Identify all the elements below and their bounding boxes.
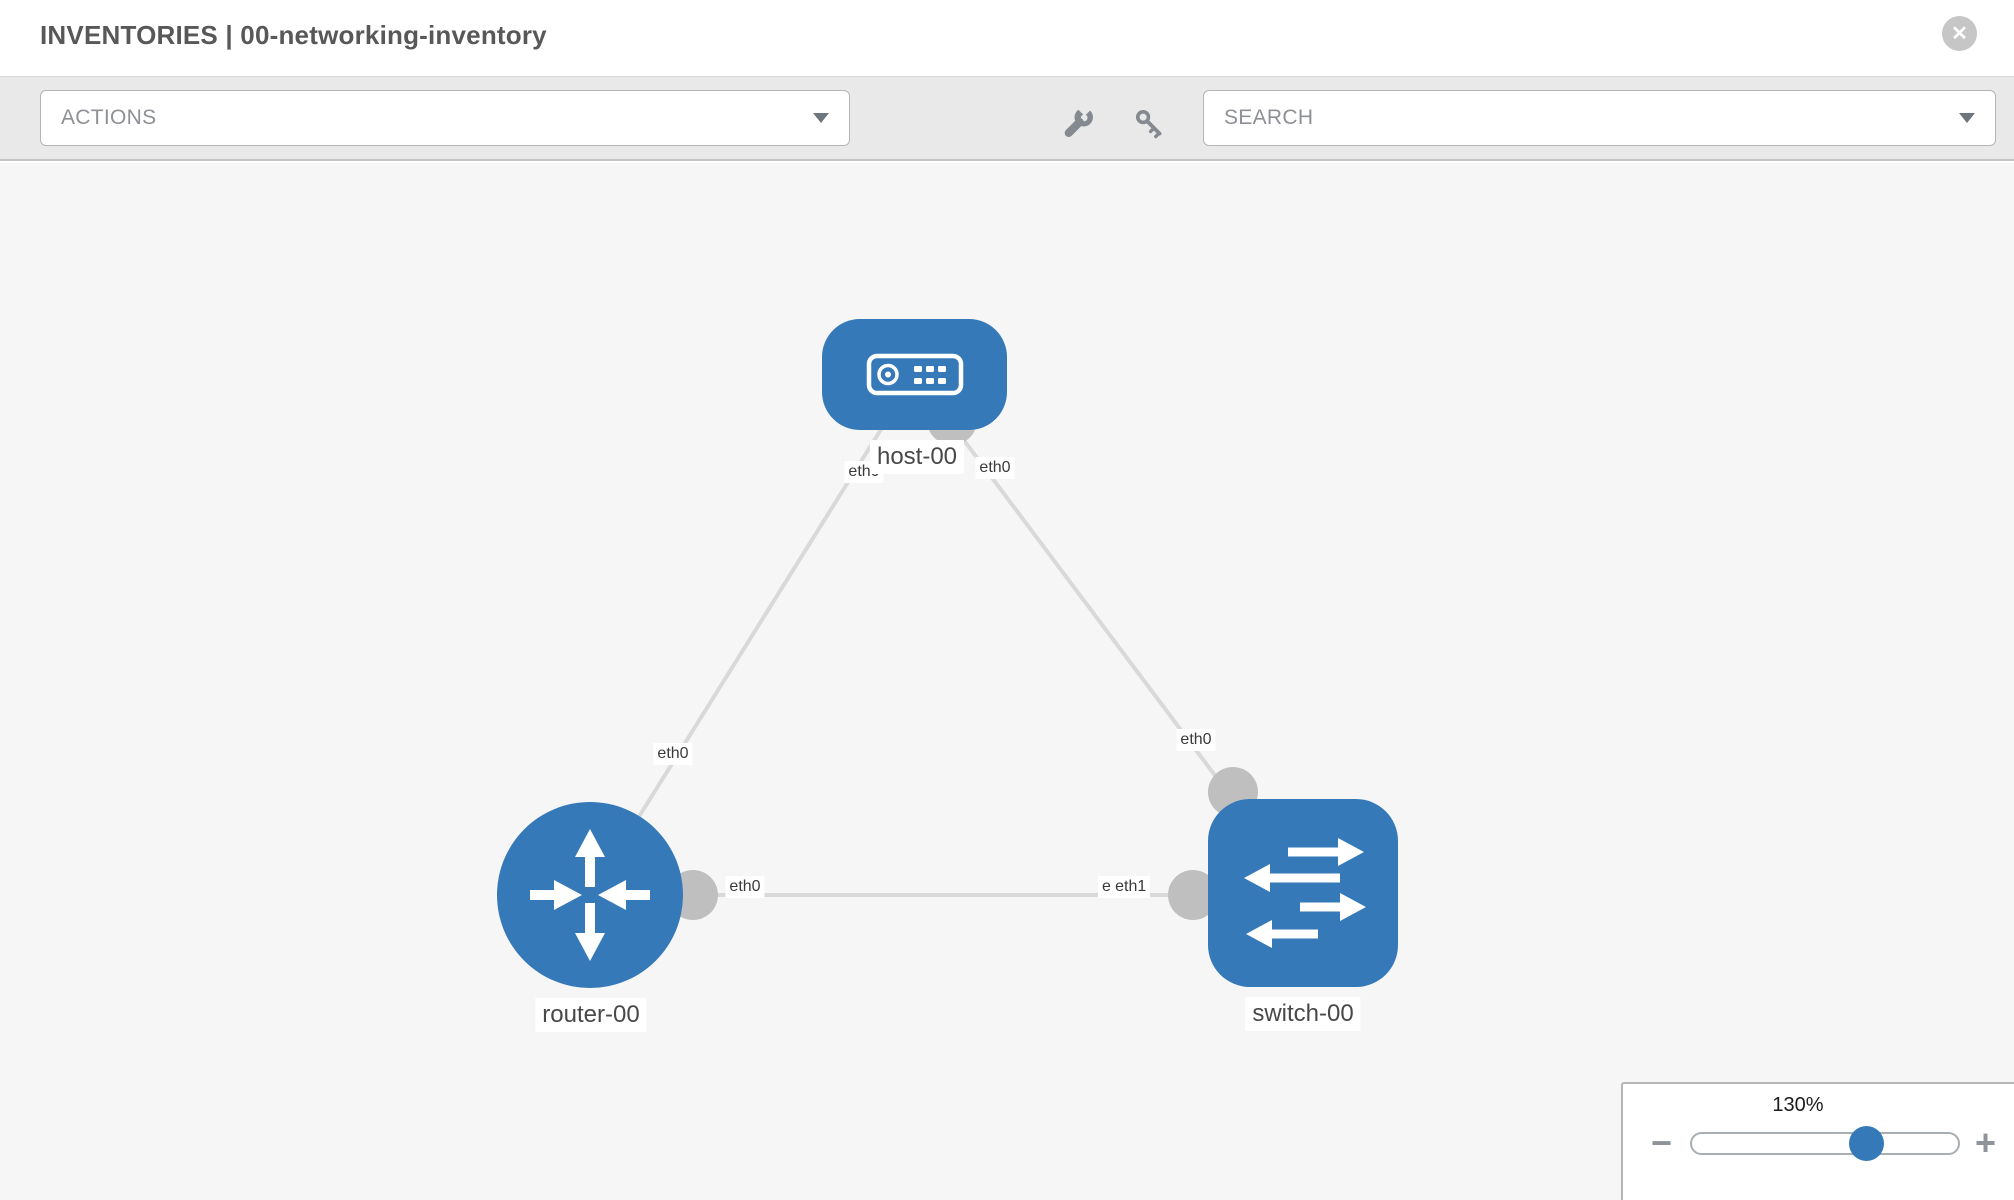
zoom-in-button[interactable]: +: [1975, 1120, 1996, 1166]
actions-dropdown[interactable]: ACTIONS: [40, 90, 850, 146]
interface-label: eth0: [1176, 729, 1216, 751]
zoom-panel: 130% − +: [1621, 1082, 2014, 1200]
node-host[interactable]: [822, 319, 1007, 430]
interface-label: eth1: [1111, 876, 1151, 898]
interface-label: eth0: [975, 457, 1015, 479]
close-button[interactable]: ✕: [1942, 16, 1977, 51]
node-label-host: host-00: [869, 440, 965, 474]
close-icon: ✕: [1951, 23, 1968, 45]
zoom-slider-track[interactable]: [1690, 1132, 1960, 1155]
switch-icon: [1244, 838, 1366, 948]
zoom-slider-thumb[interactable]: [1849, 1126, 1884, 1161]
endpoint-switch-left: [1168, 870, 1218, 920]
interface-label: eth0: [653, 743, 693, 765]
node-switch[interactable]: [1208, 799, 1398, 987]
node-router[interactable]: [497, 802, 683, 988]
toolbar: ACTIONS SEARCH: [0, 76, 2014, 161]
page-title: INVENTORIES | 00-networking-inventory: [40, 20, 547, 50]
topology-canvas[interactable]: host-00 router-00 switch-00 eth0 eth0 et…: [0, 163, 2014, 1200]
key-icon: [1135, 109, 1162, 139]
search-dropdown-label: SEARCH: [1224, 106, 1314, 129]
wrench-icon: [1064, 106, 1093, 138]
zoom-level: 130%: [1772, 1094, 1824, 1116]
plus-icon: +: [1975, 1122, 1997, 1163]
chevron-down-icon: [813, 113, 829, 123]
node-label-switch: switch-00: [1245, 997, 1361, 1031]
credentials-button[interactable]: [1130, 104, 1170, 144]
actions-dropdown-label: ACTIONS: [61, 106, 157, 129]
search-dropdown[interactable]: SEARCH: [1203, 90, 1996, 146]
interface-label: eth0: [725, 876, 765, 898]
header: INVENTORIES | 00-networking-inventory ✕: [0, 0, 2014, 76]
topology-graph: [497, 319, 1398, 988]
chevron-down-icon: [1959, 113, 1975, 123]
node-label-router: router-00: [535, 998, 647, 1032]
minus-icon: −: [1651, 1122, 1673, 1163]
router-icon: [530, 829, 650, 961]
configure-button[interactable]: [1057, 104, 1097, 144]
host-icon: [866, 353, 964, 396]
zoom-out-button[interactable]: −: [1651, 1120, 1672, 1166]
